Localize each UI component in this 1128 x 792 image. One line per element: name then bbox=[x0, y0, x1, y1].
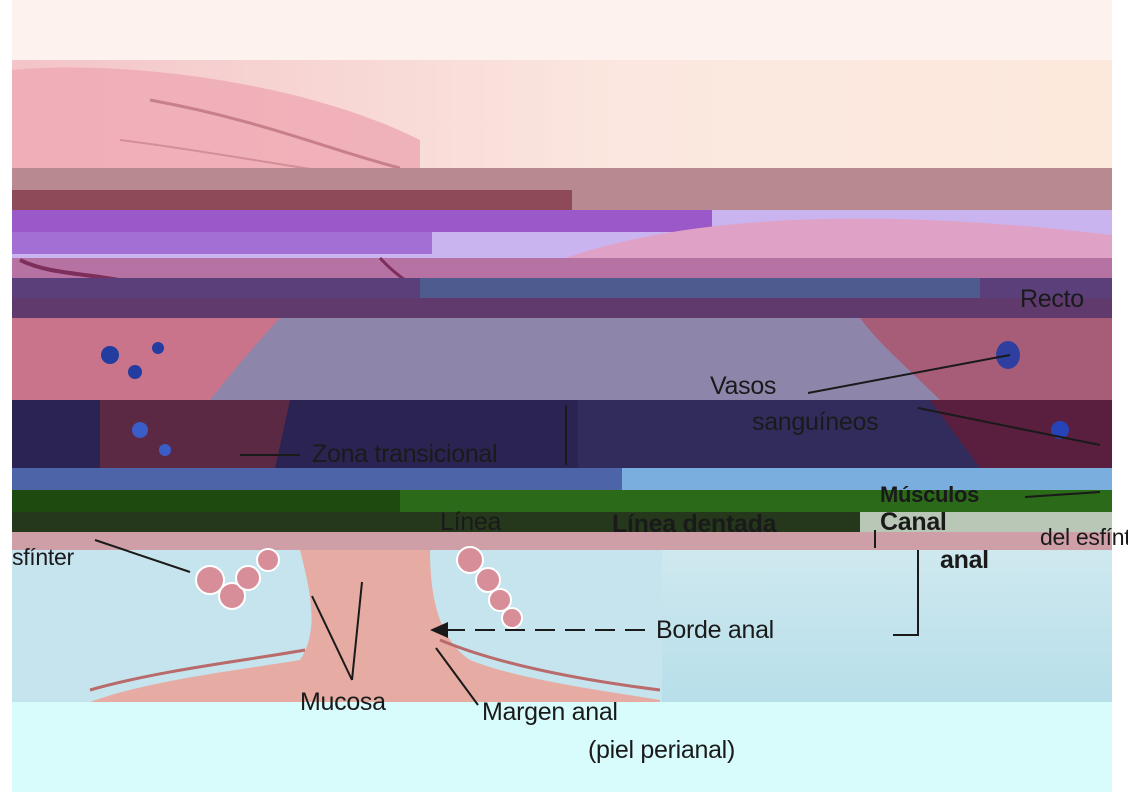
vessel-left-3 bbox=[152, 342, 164, 354]
label-del-esfinter: del esfínter bbox=[1040, 526, 1128, 549]
label-linea-left: Línea bbox=[440, 510, 501, 535]
top-fade-region bbox=[12, 0, 1112, 60]
vessel-left-4 bbox=[132, 422, 148, 438]
band-green-right bbox=[400, 490, 1112, 512]
label-canal: Canal bbox=[880, 510, 947, 535]
label-piel-perianal: (piel perianal) bbox=[588, 738, 735, 763]
label-mucosa: Mucosa bbox=[300, 690, 386, 715]
band-navy-strip bbox=[420, 278, 980, 298]
vessel-left-5 bbox=[159, 444, 171, 456]
band-plum bbox=[12, 298, 1112, 318]
band-maroon-left bbox=[12, 190, 572, 210]
left-muscle-strip bbox=[100, 400, 290, 468]
band-violet bbox=[12, 232, 432, 254]
band-blue-left bbox=[12, 468, 622, 490]
label-anal: anal bbox=[940, 548, 989, 573]
bottom-pale-edge bbox=[0, 700, 12, 792]
label-vasos: Vasos bbox=[710, 374, 776, 399]
label-recto: Recto bbox=[1020, 287, 1084, 312]
band-purple-dark bbox=[12, 210, 712, 232]
label-musculos: Músculos bbox=[880, 484, 979, 506]
label-zona-transicional: Zona transicional bbox=[312, 442, 497, 467]
vessel-left-2 bbox=[128, 365, 142, 379]
label-esfinter-left: sfínter bbox=[12, 546, 74, 569]
label-borde-anal: Borde anal bbox=[656, 618, 774, 643]
label-margen-anal: Margen anal bbox=[482, 700, 618, 725]
label-sanguineos: sanguíneos bbox=[752, 410, 878, 435]
label-linea-dentada: Línea dentada bbox=[612, 512, 776, 537]
vessel-left-1 bbox=[101, 346, 119, 364]
